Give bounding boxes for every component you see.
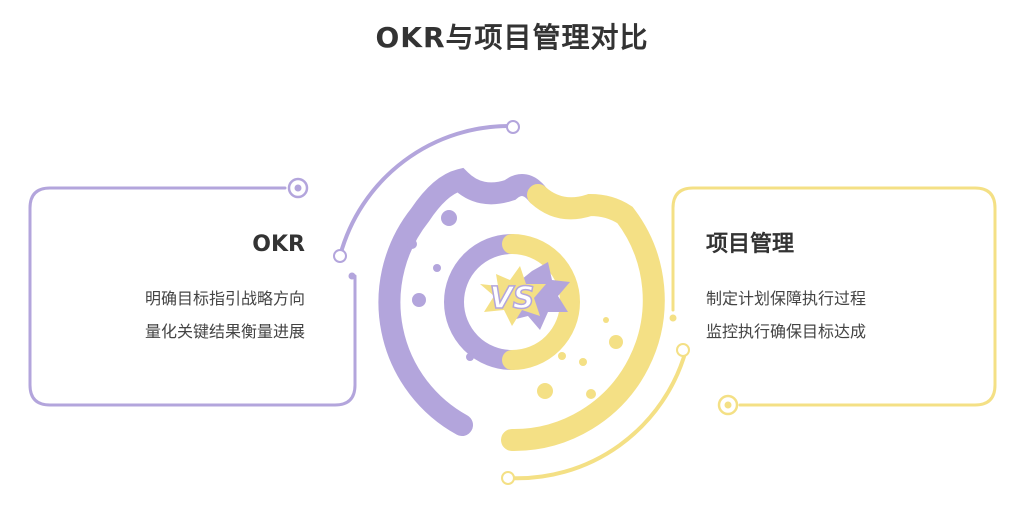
okr-panel: OKR 明确目标指引战略方向 量化关键结果衡量进展 <box>60 230 305 348</box>
vs-badge-text: VS <box>490 281 535 316</box>
yellow-outer-ring <box>501 184 665 452</box>
yellow-inner-ring <box>502 234 580 370</box>
okr-heading: OKR <box>252 232 305 257</box>
yellow-outer-arc <box>506 348 688 481</box>
purple-outer-ring <box>378 167 549 436</box>
pm-panel-border <box>671 186 997 407</box>
purple-outer-arc <box>338 123 515 258</box>
diagram-title: OKR与项目管理对比 <box>375 21 649 54</box>
pm-panel: 项目管理 制定计划保障执行过程 监控执行确保目标达成 <box>706 230 966 348</box>
vs-badge-yellow-burst <box>480 266 546 326</box>
purple-inner-ring <box>444 234 522 370</box>
okr-panel-border <box>28 186 357 407</box>
okr-item-1: 明确目标指引战略方向 <box>144 289 305 308</box>
pm-item-1: 制定计划保障执行过程 <box>706 289 867 308</box>
pm-item-2: 监控执行确保目标达成 <box>706 322 867 341</box>
pm-heading: 项目管理 <box>706 232 795 257</box>
okr-item-2: 量化关键结果衡量进展 <box>144 322 305 341</box>
